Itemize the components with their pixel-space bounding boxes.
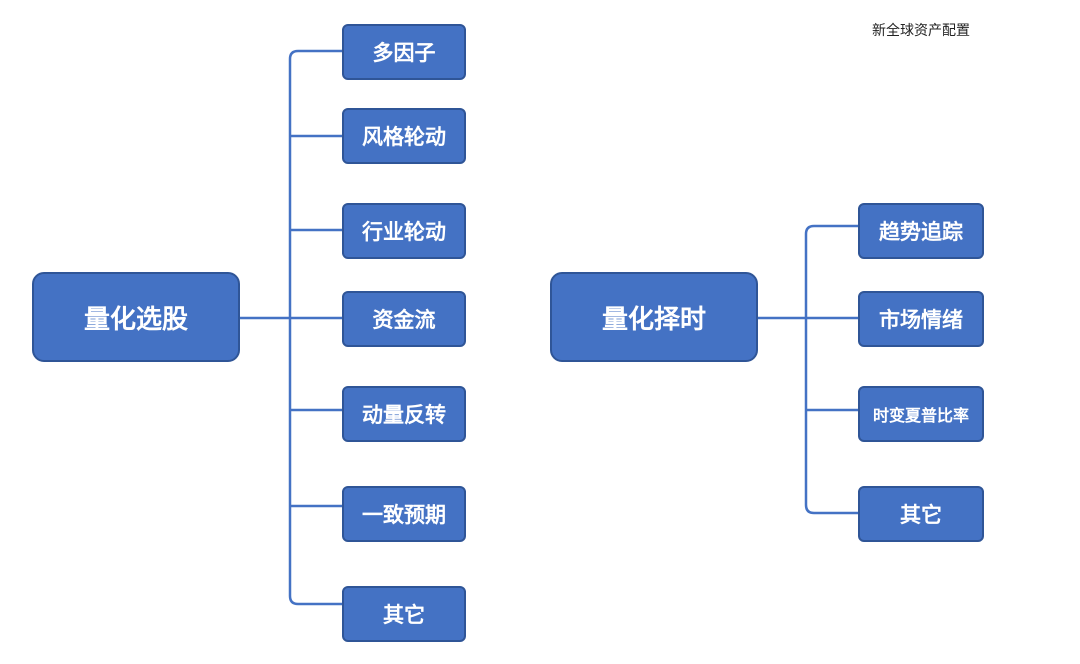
left-node-multi-factor: 多因子 — [342, 24, 466, 80]
right-trunk — [804, 224, 860, 515]
left-node-industry-rotation: 行业轮动 — [342, 203, 466, 259]
right-node-time-varying-sharpe: 时变夏普比率 — [858, 386, 984, 442]
left-node-capital-flow: 资金流 — [342, 291, 466, 347]
left-node-consensus-expectation: 一致预期 — [342, 486, 466, 542]
left-trunk — [288, 49, 343, 606]
right-root-node: 量化择时 — [550, 272, 758, 362]
left-node-style-rotation: 风格轮动 — [342, 108, 466, 164]
right-node-other: 其它 — [858, 486, 984, 542]
left-node-other: 其它 — [342, 586, 466, 642]
right-node-trend-tracking: 趋势追踪 — [858, 203, 984, 259]
left-node-momentum-reversal: 动量反转 — [342, 386, 466, 442]
diagram-title: 新全球资产配置 — [872, 23, 970, 39]
left-root-node: 量化选股 — [32, 272, 240, 362]
right-node-market-sentiment: 市场情绪 — [858, 291, 984, 347]
